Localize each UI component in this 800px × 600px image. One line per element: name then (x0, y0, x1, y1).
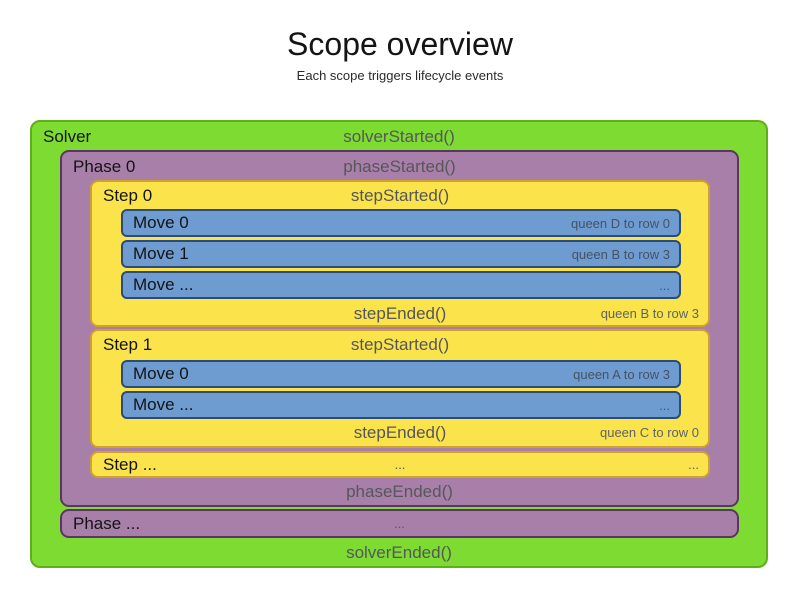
step-1-label: Step 1 (103, 335, 153, 354)
move-row-ellipsis: Move ... ... (121, 391, 681, 419)
move-0-detail: queen A to row 3 (573, 366, 670, 382)
step-ellipsis-row: Step ... ... ... (92, 453, 708, 476)
step-1-scope-box: Step 1 stepStarted() Move 0 queen A to r… (90, 329, 710, 448)
move-ellipsis-detail: ... (659, 397, 670, 413)
move-0-label: Move 0 (133, 213, 189, 232)
step-ellipsis-label: Step ... (103, 454, 157, 474)
move-row-0: Move 0 queen D to row 0 (121, 209, 681, 237)
step-0-header: Step 0 stepStarted() (92, 182, 708, 210)
step-0-started-event: stepStarted() (350, 186, 450, 205)
solver-scope-box: Solver solverStarted() Phase 0 phaseStar… (30, 120, 768, 568)
phase-ellipsis-label: Phase ... (73, 513, 141, 533)
solver-ended-event: solverEnded() (346, 543, 452, 562)
phase-0-scope-box: Phase 0 phaseStarted() Step 0 stepStarte… (60, 150, 739, 507)
step-1-header: Step 1 stepStarted() (92, 331, 708, 359)
move-ellipsis-label: Move ... (133, 395, 194, 414)
solver-footer: solverEnded() (32, 540, 766, 566)
step-0-label: Step 0 (103, 186, 153, 205)
step-1-ended-detail: queen C to row 0 (599, 425, 699, 440)
move-row-ellipsis: Move ... ... (121, 271, 681, 299)
solver-label: Solver (43, 127, 92, 146)
phase-0-started-event: phaseStarted() (343, 157, 456, 176)
move-row-0: Move 0 queen A to row 3 (121, 360, 681, 388)
phase-0-header: Phase 0 phaseStarted() (62, 152, 737, 182)
move-1-label: Move 1 (133, 244, 189, 263)
page-title: Scope overview (287, 26, 513, 62)
phase-0-footer: phaseEnded() (62, 480, 737, 504)
step-ellipsis-right: ... (688, 457, 699, 472)
move-0-label: Move 0 (133, 364, 189, 383)
step-0-ended-detail: queen B to row 3 (600, 306, 699, 321)
step-ellipsis-box: Step ... ... ... (90, 451, 710, 478)
move-ellipsis-detail: ... (659, 277, 670, 293)
step-0-scope-box: Step 0 stepStarted() Move 0 queen D to r… (90, 180, 710, 327)
step-1-footer: stepEnded() queen C to row 0 (92, 420, 708, 445)
step-0-footer: stepEnded() queen B to row 3 (92, 302, 708, 325)
move-ellipsis-label: Move ... (133, 275, 194, 294)
move-row-1: Move 1 queen B to row 3 (121, 240, 681, 268)
phase-ellipsis-row: Phase ... ... (62, 511, 737, 536)
step-1-ended-event: stepEnded() (353, 422, 447, 442)
phase-ellipsis-center: ... (394, 516, 405, 531)
step-ellipsis-center: ... (394, 457, 406, 472)
step-1-started-event: stepStarted() (350, 335, 450, 354)
move-0-detail: queen D to row 0 (570, 215, 670, 231)
move-1-detail: queen B to row 3 (571, 246, 670, 262)
phase-0-ended-event: phaseEnded() (346, 482, 453, 501)
step-0-ended-event: stepEnded() (353, 303, 447, 323)
solver-started-event: solverStarted() (343, 127, 455, 146)
phase-0-label: Phase 0 (73, 157, 136, 176)
page-subtitle: Each scope triggers lifecycle events (296, 68, 504, 83)
solver-header: Solver solverStarted() (32, 122, 766, 152)
phase-ellipsis-box: Phase ... ... (60, 509, 739, 538)
